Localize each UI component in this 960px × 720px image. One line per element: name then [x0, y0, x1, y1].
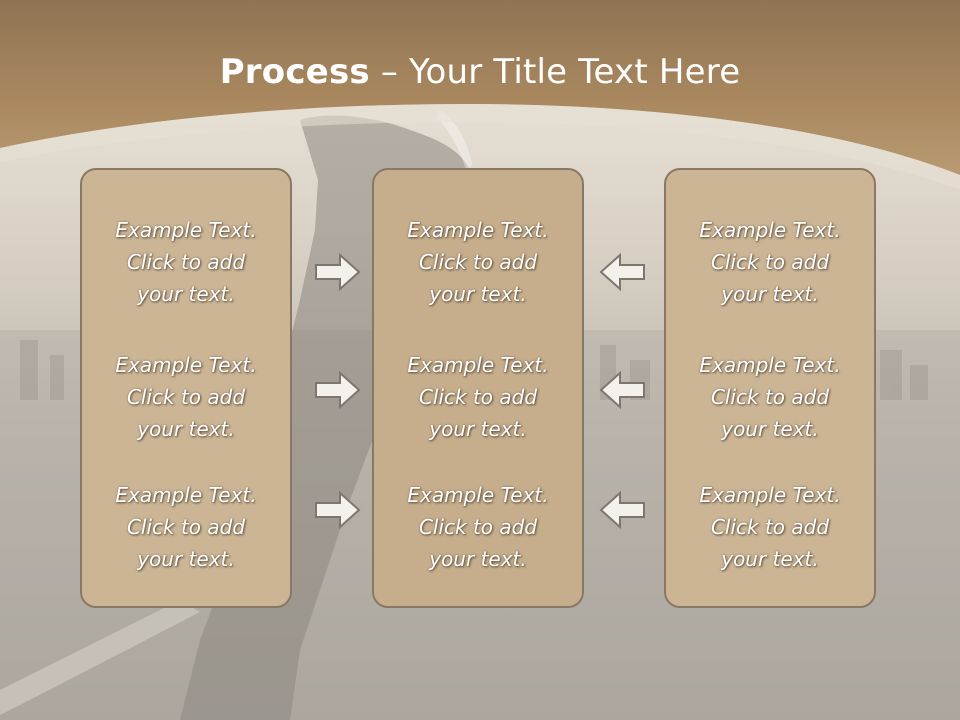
text-line: Click to add	[710, 250, 830, 274]
title-bold: Process	[219, 52, 370, 92]
arrow-left-icon	[599, 490, 645, 530]
arrow-right-icon	[315, 370, 361, 410]
text-line: Example Text.	[699, 483, 841, 507]
text-line: Click to add	[418, 385, 538, 409]
text-line: your text.	[429, 417, 527, 441]
text-line: your text.	[137, 547, 235, 571]
text-line: Click to add	[418, 250, 538, 274]
text-line: Click to add	[126, 515, 246, 539]
text-line: Example Text.	[115, 218, 257, 242]
text-line: Example Text.	[407, 218, 549, 242]
text-line: your text.	[137, 282, 235, 306]
arrow-left-icon	[599, 370, 645, 410]
text-block[interactable]: Example Text. Click to add your text.	[82, 214, 290, 310]
text-block[interactable]: Example Text. Click to add your text.	[82, 349, 290, 445]
text-block[interactable]: Example Text. Click to add your text.	[374, 214, 582, 310]
text-block[interactable]: Example Text. Click to add your text.	[374, 479, 582, 575]
text-line: your text.	[721, 547, 819, 571]
title-rest: – Your Title Text Here	[369, 52, 741, 92]
text-line: Example Text.	[699, 218, 841, 242]
header-band	[0, 0, 960, 190]
text-line: Example Text.	[407, 483, 549, 507]
arrow-right-icon	[315, 252, 361, 292]
arrow-left-icon	[599, 252, 645, 292]
text-line: Click to add	[710, 515, 830, 539]
text-line: Click to add	[126, 250, 246, 274]
text-block[interactable]: Example Text. Click to add your text.	[374, 349, 582, 445]
text-line: Click to add	[126, 385, 246, 409]
text-line: your text.	[429, 547, 527, 571]
process-panel-right[interactable]: Example Text. Click to add your text. Ex…	[664, 168, 876, 608]
text-line: Click to add	[710, 385, 830, 409]
arrow-right-icon	[315, 490, 361, 530]
text-line: Click to add	[418, 515, 538, 539]
text-block[interactable]: Example Text. Click to add your text.	[666, 349, 874, 445]
process-panel-left[interactable]: Example Text. Click to add your text. Ex…	[80, 168, 292, 608]
page-title[interactable]: Process – Your Title Text Here	[0, 52, 960, 92]
text-line: Example Text.	[699, 353, 841, 377]
text-line: Example Text.	[407, 353, 549, 377]
text-block[interactable]: Example Text. Click to add your text.	[666, 214, 874, 310]
text-line: your text.	[721, 282, 819, 306]
text-line: your text.	[137, 417, 235, 441]
text-block[interactable]: Example Text. Click to add your text.	[82, 479, 290, 575]
text-line: Example Text.	[115, 353, 257, 377]
process-panel-center[interactable]: Example Text. Click to add your text. Ex…	[372, 168, 584, 608]
text-line: your text.	[721, 417, 819, 441]
text-line: your text.	[429, 282, 527, 306]
text-block[interactable]: Example Text. Click to add your text.	[666, 479, 874, 575]
text-line: Example Text.	[115, 483, 257, 507]
